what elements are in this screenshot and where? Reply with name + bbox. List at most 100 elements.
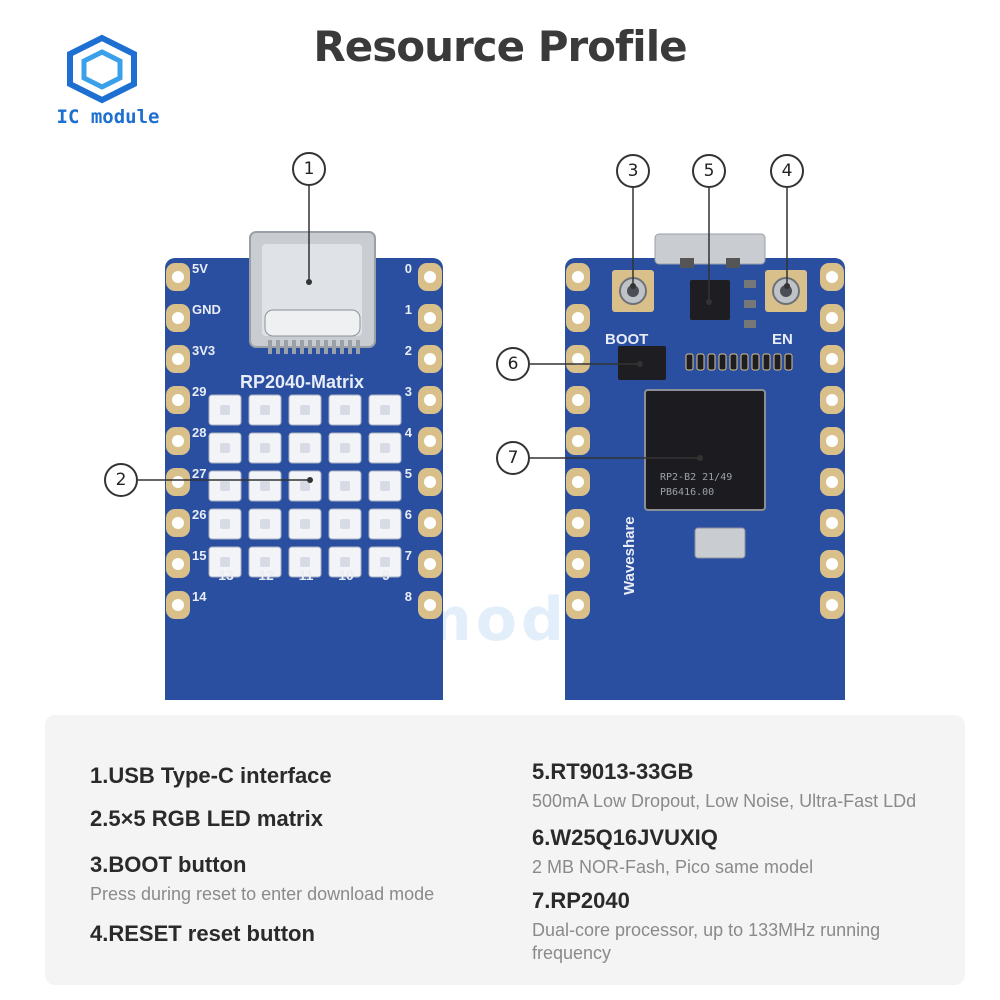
smd-resistor (773, 353, 782, 371)
pad-hole (424, 435, 436, 447)
pin-label: 9 (382, 567, 390, 583)
logo-text: IC module (56, 106, 160, 128)
page-title: Resource Profile (313, 22, 687, 71)
pad-hole (572, 271, 584, 283)
pin-label: 0 (405, 261, 412, 276)
pad-hole (572, 353, 584, 365)
pin-label: 2 (405, 343, 412, 358)
rgb-led-die (300, 481, 310, 491)
pad-hole (826, 476, 838, 488)
pin-label: 28 (192, 425, 206, 440)
pin-label: 1 (405, 302, 412, 317)
pin-label: GND (192, 302, 221, 317)
pad-hole (826, 558, 838, 570)
pad-hole (424, 353, 436, 365)
rgb-led-die (260, 405, 270, 415)
feature-7-title: 7.RP2040 (532, 888, 630, 913)
pad-hole (572, 558, 584, 570)
feature-panel: 1.USB Type-C interface 2.5×5 RGB LED mat… (45, 715, 965, 985)
feature-7-desc: Dual-core processor, up to 133MHz runnin… (532, 920, 881, 963)
chip-marking-1: RP2-B2 21/49 (660, 472, 732, 483)
rgb-led-die (260, 481, 270, 491)
rgb-led-die (300, 405, 310, 415)
smd-resistor (729, 353, 738, 371)
usb-pin (284, 340, 288, 354)
smd-resistor (707, 353, 716, 371)
usb-pin (356, 340, 360, 354)
callout-dots (306, 279, 790, 483)
pad-hole (424, 517, 436, 529)
rgb-led-die (260, 557, 270, 567)
pin-label: 13 (218, 567, 234, 583)
callout-lines (138, 186, 788, 481)
pad-hole (424, 271, 436, 283)
usb-pin (348, 340, 352, 354)
rgb-led-die (340, 519, 350, 529)
pin-label: 4 (405, 425, 413, 440)
en-label: EN (772, 331, 793, 348)
pad-hole (424, 599, 436, 611)
rgb-led-die (260, 443, 270, 453)
callout-7: 7 (496, 441, 530, 475)
en-button-pad (765, 270, 807, 312)
pin-label: 15 (192, 548, 206, 563)
smd-resistor (685, 353, 694, 371)
pad-hole (572, 599, 584, 611)
smd-resistor (718, 353, 727, 371)
pin-label: 3V3 (192, 343, 215, 358)
pad-hole (572, 394, 584, 406)
rgb-led-die (260, 519, 270, 529)
crystal (694, 527, 746, 559)
pad-hole (172, 517, 184, 529)
rgb-led-die (300, 519, 310, 529)
boot-button-pad (612, 270, 654, 312)
pin-label: 14 (192, 589, 207, 604)
smd-resistor (784, 353, 793, 371)
smd-resistor (762, 353, 771, 371)
rgb-led-die (300, 557, 310, 567)
rgb-led-die (340, 481, 350, 491)
rgb-led-die (380, 443, 390, 453)
chip-marking-2: PB6416.00 (660, 487, 714, 498)
feature-6-desc: 2 MB NOR-Fash, Pico same model (532, 857, 814, 877)
feature-3-title: 3.BOOT button (90, 852, 247, 877)
pad-hole (172, 271, 184, 283)
pin-label: 5V (192, 261, 208, 276)
pin-label: 8 (405, 589, 412, 604)
callout-4: 4 (770, 154, 804, 188)
usb-pin (268, 340, 272, 354)
pin-label: 7 (405, 548, 412, 563)
pad-hole (572, 435, 584, 447)
pad-hole (172, 394, 184, 406)
usb-c-connector (249, 231, 376, 354)
callout-5: 5 (692, 154, 726, 188)
pad-hole (572, 312, 584, 324)
pad-hole (826, 599, 838, 611)
pad-hole (172, 435, 184, 447)
usb-pin (292, 340, 296, 354)
pad-hole (172, 353, 184, 365)
feature-4-title: 4.RESET reset button (90, 921, 315, 946)
pin-label: 10 (338, 567, 354, 583)
pad-hole (424, 394, 436, 406)
hexagon-logo-icon (67, 34, 137, 104)
pin-label: 26 (192, 507, 206, 522)
pad-hole (172, 312, 184, 324)
rgb-led-die (380, 519, 390, 529)
smd-resistor (696, 353, 705, 371)
usb-pin (276, 340, 280, 354)
rgb-led-die (340, 405, 350, 415)
brand-logo: IC module (38, 34, 178, 134)
usb-pin (300, 340, 304, 354)
pad-hole (424, 476, 436, 488)
brand-text: Waveshare (621, 516, 638, 595)
pad-hole (826, 353, 838, 365)
pin-label: 27 (192, 466, 206, 481)
rgb-led-die (340, 557, 350, 567)
pin-label: 6 (405, 507, 412, 522)
pin-label: 11 (299, 567, 314, 583)
feature-2-title: 2.5×5 RGB LED matrix (90, 806, 323, 831)
pad-hole (826, 312, 838, 324)
callout-1: 1 (292, 152, 326, 186)
